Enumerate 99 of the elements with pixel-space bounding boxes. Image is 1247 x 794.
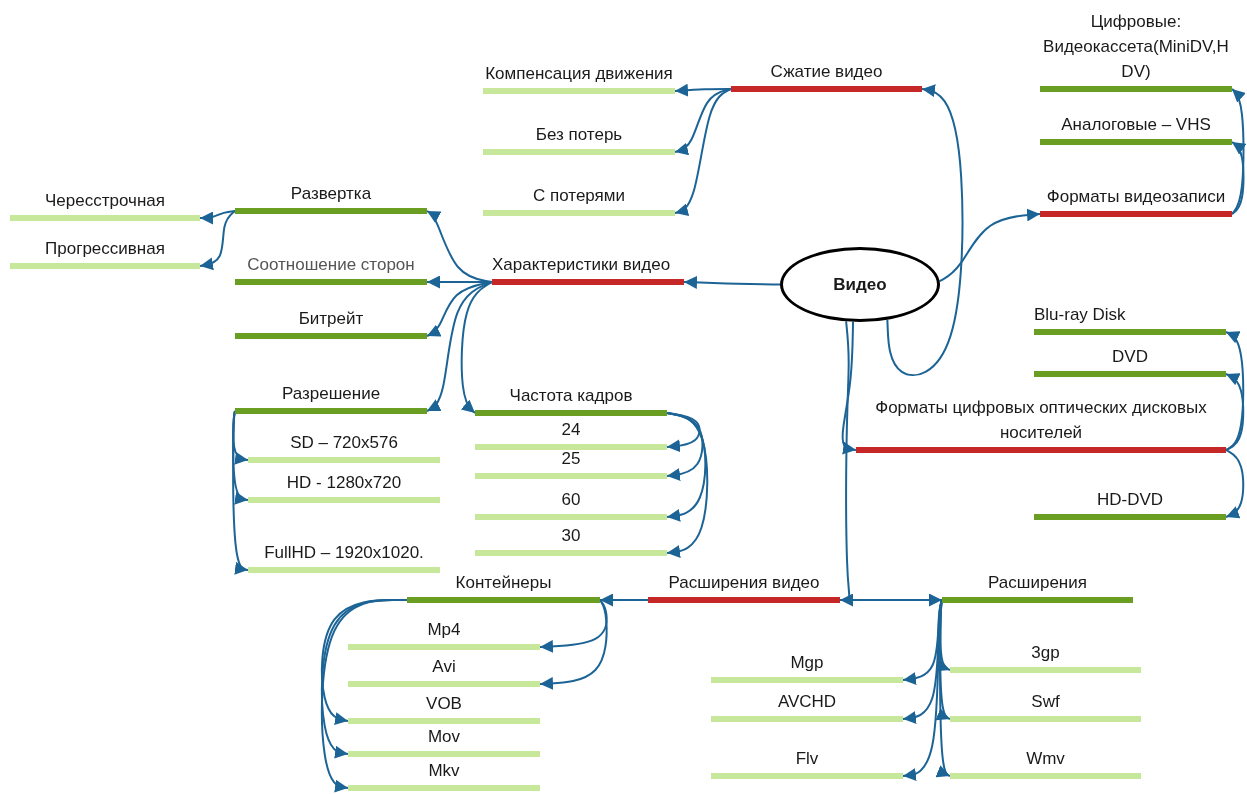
topic-label: Чересстрочная	[44, 190, 166, 212]
arrow	[232, 410, 249, 575]
topic-label: HD-DVD	[1095, 489, 1165, 511]
topic-label: Разрешение	[280, 383, 382, 405]
arrow	[539, 599, 608, 690]
topic-bar	[348, 620, 540, 650]
topic-label: 3gp	[1030, 642, 1061, 664]
arrow	[902, 599, 943, 781]
topic-bar	[348, 694, 540, 724]
topic-bar	[10, 191, 200, 221]
topic-label: Расширения	[987, 572, 1088, 594]
topic-bar	[648, 575, 840, 603]
arrow	[938, 208, 1041, 283]
topic-bar	[1034, 490, 1226, 520]
topic-label: DVD	[1111, 346, 1149, 368]
topic-bar	[1034, 347, 1226, 377]
arrow	[1225, 331, 1245, 451]
topic-bar	[950, 692, 1141, 722]
topic-label: 30	[560, 525, 582, 547]
topic-label: Сжатие видео	[769, 61, 884, 83]
topic-label: Частота кадров	[508, 385, 634, 407]
arrow	[683, 275, 781, 289]
arrow	[666, 412, 709, 558]
arrow	[460, 281, 493, 414]
topic-label: Битрейт	[297, 308, 365, 330]
topic-label: AVCHD	[776, 691, 838, 713]
topic-label: Цифровые: Видеокассета(MiniDV,HDV)	[1042, 11, 1230, 83]
topic-bar	[475, 386, 667, 416]
arrow	[199, 210, 236, 271]
topic-label: Flv	[794, 748, 820, 770]
topic-label: HD - 1280x720	[285, 472, 403, 494]
arrow	[1225, 449, 1245, 519]
topic-label: Mkv	[427, 760, 461, 782]
topic-label: Avi	[431, 656, 457, 678]
topic-label: FullHD – 1920x1020.	[263, 542, 425, 564]
arrow	[1231, 141, 1247, 215]
topic-label: Blu-ray Disk	[1034, 304, 1127, 326]
topic-bar	[348, 763, 540, 791]
topic-bar	[348, 729, 540, 757]
topic-label: SD – 720x576	[289, 432, 399, 454]
topic-bar	[407, 575, 600, 603]
arrow	[320, 599, 408, 793]
topic-label: Mp4	[426, 619, 462, 641]
topic-label: Характеристики видео	[492, 254, 672, 276]
arrow	[666, 412, 701, 453]
topic-label: Контейнеры	[454, 572, 553, 594]
topic-bar	[731, 62, 922, 92]
topic-label: 60	[560, 489, 582, 511]
topic-label: Форматы цифровых оптических дисковых носителей	[874, 397, 1208, 444]
topic-bar	[235, 309, 427, 339]
topic-bar	[950, 749, 1141, 779]
topic-label: Компенсация движения	[484, 63, 674, 85]
arrow	[599, 593, 649, 607]
topic-label: Соотношение сторон	[246, 254, 416, 276]
topic-bar	[483, 125, 675, 155]
topic-bar	[10, 239, 200, 269]
topic-label: Wmv	[1025, 748, 1066, 770]
topic-label: 25	[560, 448, 582, 470]
arrow	[674, 83, 732, 97]
topic-label: Развертка	[289, 183, 373, 205]
topic-bar	[475, 526, 667, 556]
topic-label: Swf	[1030, 691, 1061, 713]
topic-label: Расширения видео	[667, 572, 821, 594]
topic-bar	[235, 184, 427, 214]
topic-label: Видео	[833, 274, 887, 296]
topic-bar	[711, 653, 903, 683]
arrow	[674, 88, 732, 217]
topic-label: Mgp	[789, 652, 825, 674]
topic-bar	[483, 186, 675, 216]
topic-bar	[950, 643, 1141, 673]
arrow	[841, 320, 857, 455]
topic-bar	[856, 397, 1226, 453]
topic-bar	[1040, 115, 1232, 145]
topic-label: С потерями	[532, 185, 626, 207]
arrow	[1225, 373, 1245, 451]
topic-bar	[1034, 305, 1226, 335]
topic-label: Форматы видеозаписи	[1045, 186, 1227, 208]
arrow	[199, 210, 236, 225]
topic-bar	[475, 453, 667, 479]
arrow	[886, 84, 964, 377]
topic-label: Без потерь	[534, 124, 624, 146]
topic-bar	[475, 424, 667, 450]
topic-label: Mov	[426, 726, 462, 748]
topic-label: Прогрессивная	[44, 238, 166, 260]
arrow	[426, 281, 493, 337]
topic-label: 24	[560, 419, 582, 441]
topic-bar	[248, 433, 440, 463]
topic-bar	[235, 384, 427, 414]
topic-bar	[475, 490, 667, 520]
topic-bar	[942, 575, 1133, 603]
topic-bar	[248, 473, 440, 503]
topic-label: Аналоговые – VHS	[1060, 114, 1212, 136]
topic-bar	[711, 749, 903, 779]
arrow	[666, 412, 707, 522]
arrow	[674, 88, 732, 156]
arrow	[1231, 88, 1246, 215]
topic-bar	[711, 692, 903, 722]
topic-label: VOB	[425, 693, 463, 715]
topic-bar	[348, 657, 540, 687]
